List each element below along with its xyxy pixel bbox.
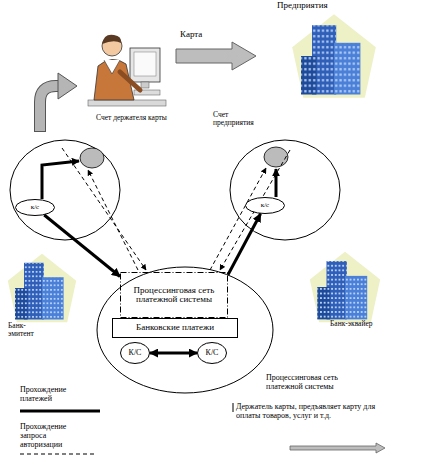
- curved-arrow-outline: [40, 86, 60, 132]
- monitor: [130, 48, 160, 82]
- correspondent-account: к/с: [15, 199, 55, 216]
- node-ellipse: [198, 343, 227, 364]
- node-text: к/с: [261, 202, 269, 209]
- internal-payment-arrow: [42, 161, 79, 199]
- node-text: к/с: [31, 204, 39, 211]
- node-rect: [113, 319, 238, 338]
- legend-text: Прохождение платежей: [20, 386, 82, 404]
- enterprise-label: Предприятия: [277, 1, 357, 11]
- network-label: Процессинговая сеть платежной системы: [266, 374, 366, 392]
- node-text: К/С: [206, 349, 219, 357]
- monitor-screen: [134, 52, 156, 76]
- node-ellipse: [121, 343, 150, 364]
- correspondent-account: К/С: [197, 342, 227, 364]
- account-label: Счет предприятия: [213, 111, 255, 128]
- card-arrow: [176, 42, 256, 70]
- node-text: Процессинговая сеть платежной системы: [120, 286, 228, 305]
- stray-mark: [233, 403, 234, 412]
- node-text: Банковские платежи: [136, 323, 214, 332]
- correspondent-account: К/С: [120, 342, 150, 364]
- legend-sample: [20, 411, 100, 412]
- account-label: Счет держателя карты: [96, 114, 186, 122]
- cardholder-account: [80, 148, 104, 168]
- authorization-line: [88, 170, 138, 270]
- legend-line-sample: [20, 410, 100, 413]
- legend-line-sample: [20, 454, 95, 455]
- issuer-bank-building: [8, 254, 76, 322]
- payment-arrow: [150, 352, 197, 355]
- bank-payments-band: Банковские платежи: [112, 318, 238, 338]
- curved-arrow-head: [58, 73, 77, 99]
- bank-label: Банк-эквайер: [330, 320, 374, 328]
- bank-label: Банк-эмитент: [8, 322, 50, 339]
- acquirer-bank-building: [310, 252, 380, 322]
- monitor-stand: [141, 82, 149, 88]
- legend-sample: [290, 443, 385, 453]
- person-collar: [104, 60, 120, 74]
- payment-arrow: [228, 214, 261, 275]
- card-label: Карта: [180, 30, 220, 40]
- issuer-circle: [10, 140, 120, 240]
- enterprise-account: [264, 147, 288, 167]
- internal-payment-arrow: [275, 169, 278, 197]
- node-text: К/С: [129, 349, 142, 357]
- payment-arrow: [44, 215, 120, 276]
- enterprise-building: [292, 14, 376, 98]
- node-ellipse: [16, 200, 55, 216]
- person-hair: [102, 35, 121, 44]
- node-rect: [121, 273, 228, 318]
- node-ellipse: [246, 198, 285, 214]
- person-arm: [120, 72, 140, 90]
- processing-ellipse: [97, 267, 273, 393]
- legend-text: Держатель карты, предъявляет карту для о…: [236, 403, 388, 421]
- legend-arrow-sample: [290, 443, 385, 453]
- authorization-line: [210, 168, 266, 270]
- correspondent-account: к/с: [245, 197, 285, 214]
- authorization-line: [62, 148, 146, 270]
- legend-sample: [20, 454, 95, 455]
- desk: [88, 100, 166, 106]
- processing-network-box: Процессинговая сеть платежной системы: [120, 272, 228, 318]
- authorization-line: [220, 150, 290, 270]
- legend-text: Прохождение запроса авторизации: [20, 423, 82, 449]
